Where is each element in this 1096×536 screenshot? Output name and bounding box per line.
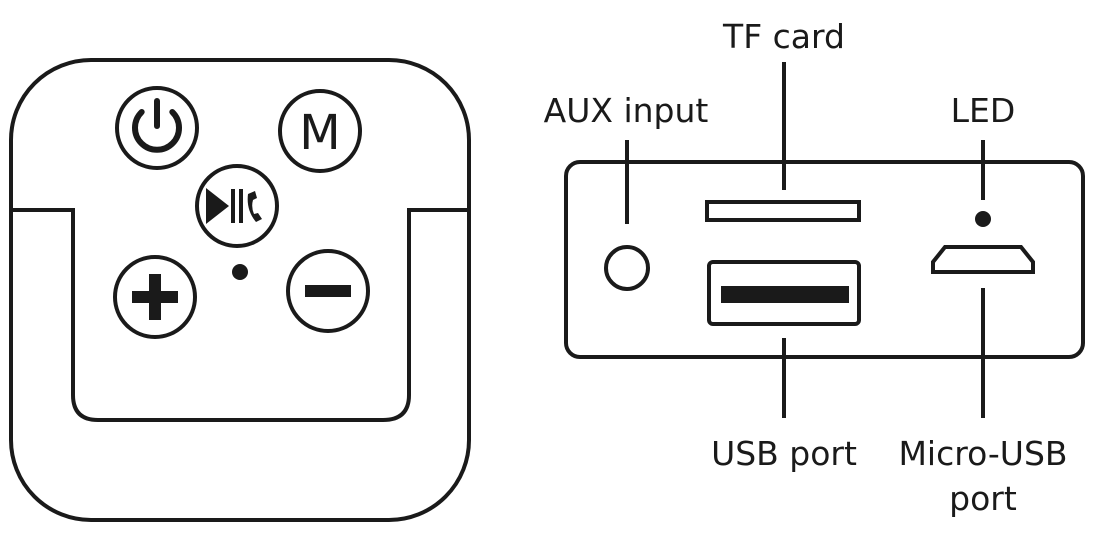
power-icon: [132, 98, 182, 153]
mode-icon: M: [299, 105, 340, 161]
label-usb-port: USB port: [711, 434, 857, 473]
label-micro-usb: Micro-USB: [898, 434, 1067, 473]
micro-usb-port: [931, 245, 1035, 274]
port-panel-outline: [564, 160, 1085, 359]
mode-button[interactable]: M: [278, 89, 362, 173]
strap-handle: [11, 208, 469, 422]
label-aux-input: AUX input: [544, 91, 709, 130]
led-dot: [975, 211, 991, 227]
volume-up-button[interactable]: [113, 255, 197, 339]
plus-icon: [132, 274, 178, 320]
volume-down-button[interactable]: [286, 249, 370, 333]
label-micro-usb-port: port: [949, 479, 1017, 518]
label-led: LED: [951, 91, 1016, 130]
speaker-body-outline: [9, 58, 471, 522]
play-pause-call-button[interactable]: [195, 164, 279, 248]
play-pause-call-icon: [206, 188, 262, 224]
minus-icon: [305, 285, 351, 297]
label-tf-card: TF card: [722, 17, 845, 56]
power-button[interactable]: [115, 86, 199, 170]
port-panel: TF card AUX input LED USB port Micro-USB…: [544, 17, 1085, 518]
tf-card-slot: [705, 200, 861, 222]
usb-port-tongue: [721, 286, 849, 303]
aux-jack: [604, 245, 650, 291]
usb-port: [707, 260, 861, 326]
speaker-top-panel: M: [9, 58, 471, 522]
indicator-dot: [232, 264, 248, 280]
